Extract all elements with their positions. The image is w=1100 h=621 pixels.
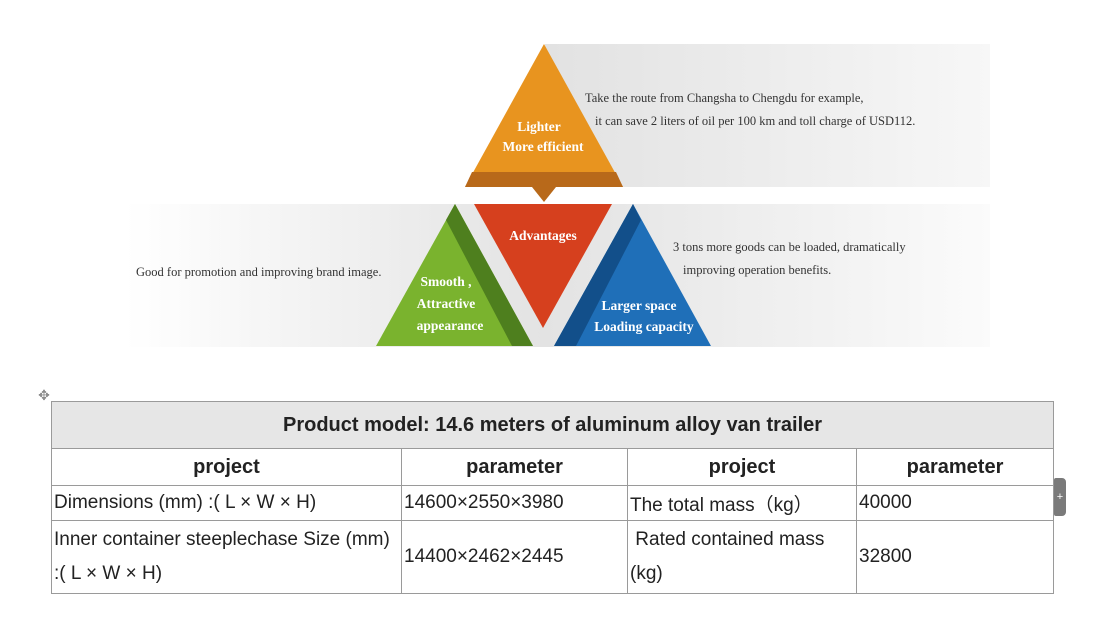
right-description-line1: 3 tons more goods can be loaded, dramati… (673, 240, 906, 254)
plus-icon: + (1056, 491, 1064, 503)
left-triangle-edge (446, 204, 533, 346)
header-parameter-1: parameter (401, 448, 628, 486)
top-panel (545, 44, 990, 187)
side-expand-tab[interactable]: + (1054, 478, 1066, 516)
top-label-line1: Lighter (517, 119, 561, 134)
top-description-line1: Take the route from Changsha to Chengdu … (585, 91, 864, 105)
left-label-line3: appearance (417, 318, 484, 333)
top-triangle-base (465, 172, 623, 187)
top-triangle (465, 44, 623, 187)
table-title: Product model: 14.6 meters of aluminum a… (50, 401, 1055, 449)
table-cell: Inner container steeplechase Size (mm) :… (51, 520, 402, 594)
right-label-line2: Loading capacity (594, 319, 694, 334)
table-cell: The total mass（kg） (627, 485, 857, 521)
table-cell: 32800 (855, 520, 1055, 594)
table-cell: 14400×2462×2445 (401, 520, 628, 594)
center-triangle (474, 204, 612, 328)
right-label-line1: Larger space (601, 298, 676, 313)
header-parameter-2: parameter (855, 448, 1055, 486)
center-label: Advantages (509, 228, 577, 243)
header-project-2: project (627, 448, 857, 486)
table-header-row: project parameter project parameter (51, 448, 1055, 486)
top-description-line2: it can save 2 liters of oil per 100 km a… (595, 114, 916, 128)
table-cell: 40000 (855, 485, 1055, 521)
left-label-line1: Smooth , (420, 274, 471, 289)
top-triangle-pointer (532, 187, 556, 202)
top-label-line2: More efficient (502, 139, 584, 154)
left-description: Good for promotion and improving brand i… (136, 265, 382, 279)
right-description-line2: improving operation benefits. (683, 263, 832, 277)
table-cell: Dimensions (mm) :( L × W × H) (51, 485, 402, 521)
advantages-diagram: Lighter More efficient Advantages Smooth… (125, 44, 990, 347)
spec-table: Product model: 14.6 meters of aluminum a… (50, 401, 1055, 594)
table-cell: Rated contained mass (kg) (627, 520, 857, 594)
left-label-line2: Attractive (417, 296, 475, 311)
header-project-1: project (51, 448, 402, 486)
advantages-graphic: Lighter More efficient Advantages Smooth… (125, 44, 990, 347)
right-triangle-edge (554, 204, 641, 346)
table-cell: 14600×2550×3980 (401, 485, 628, 521)
table-row: Dimensions (mm) :( L × W × H) 14600×2550… (51, 485, 1055, 521)
table-title-row: Product model: 14.6 meters of aluminum a… (50, 401, 1055, 449)
table-row: Inner container steeplechase Size (mm) :… (51, 520, 1055, 594)
table-move-icon[interactable]: ✥ (38, 387, 50, 403)
